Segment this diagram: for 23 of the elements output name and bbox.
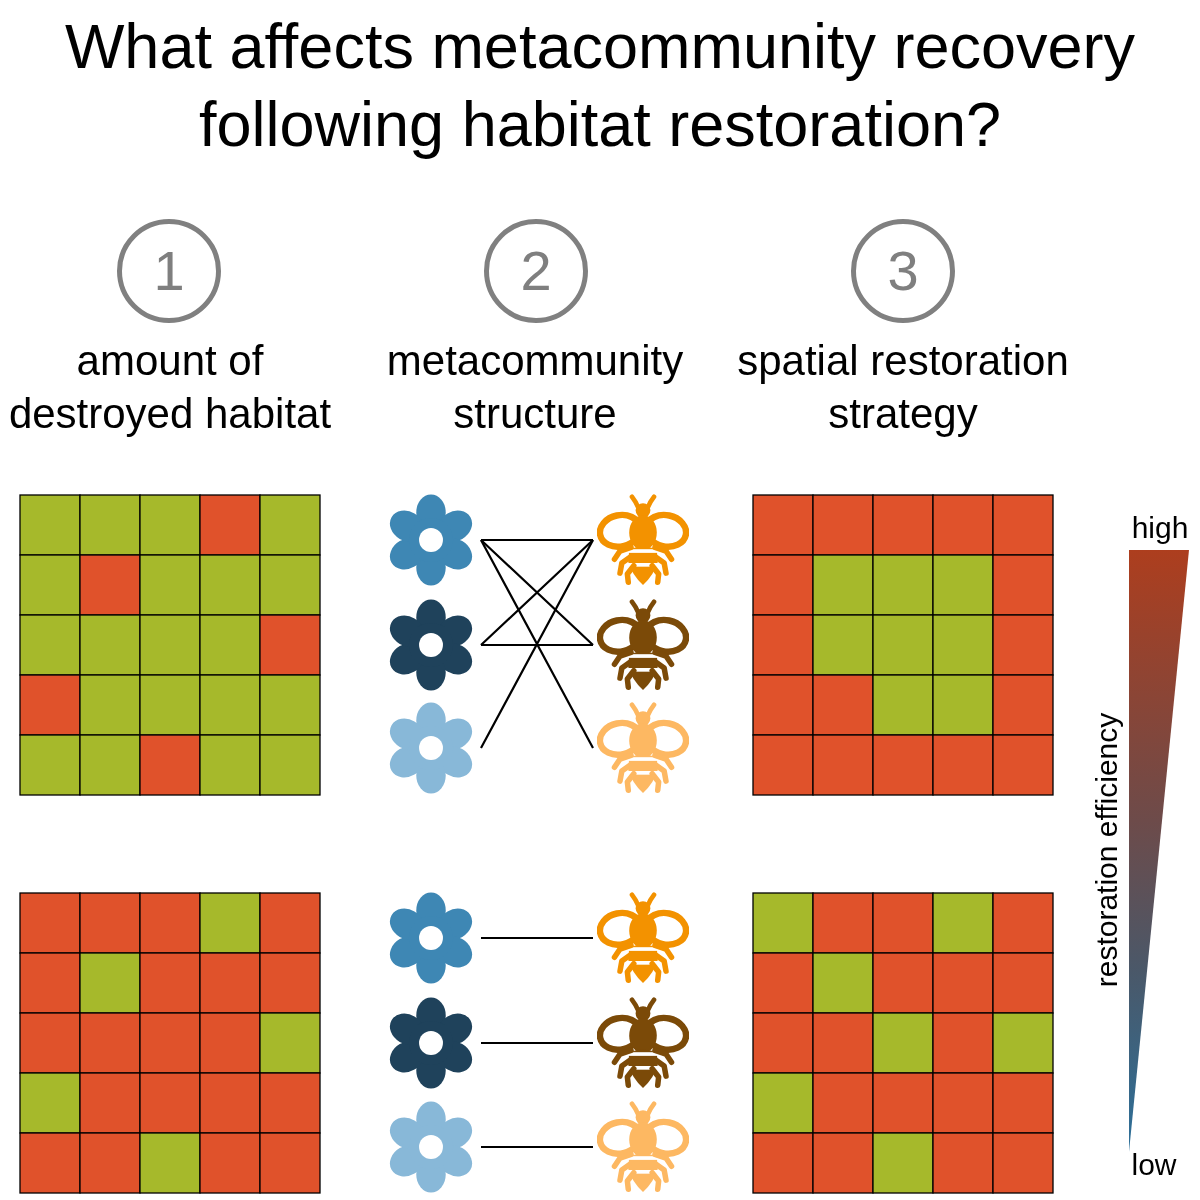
diagram-title: What affects metacommunity recovery following habitat restoration? (63, 10, 1137, 161)
step-number: 1 (153, 243, 185, 299)
bee-icon (597, 494, 689, 586)
bee-icon (597, 892, 689, 984)
step-number: 3 (887, 243, 919, 299)
bee-icon (597, 1101, 689, 1193)
bee-icon (597, 599, 689, 691)
column-heading: amount of destroyed habitat (7, 336, 333, 439)
connector-line (481, 643, 593, 647)
connector-line (481, 936, 593, 940)
step-number: 2 (520, 243, 552, 299)
bee-icon (597, 702, 689, 794)
axis-label: restoration efficiency (1090, 712, 1124, 988)
column-heading: spatial restoration strategy (736, 336, 1070, 439)
scale-label: high (1131, 511, 1189, 545)
connector-line (481, 1145, 593, 1149)
crossing-lines (479, 538, 595, 647)
bee-icon (597, 997, 689, 1089)
crossing-lines (479, 538, 595, 750)
connector-line (481, 538, 593, 542)
connector-line (481, 1041, 593, 1045)
scale-label: low (1131, 1148, 1177, 1182)
column-heading: metacommunity structure (385, 336, 685, 439)
